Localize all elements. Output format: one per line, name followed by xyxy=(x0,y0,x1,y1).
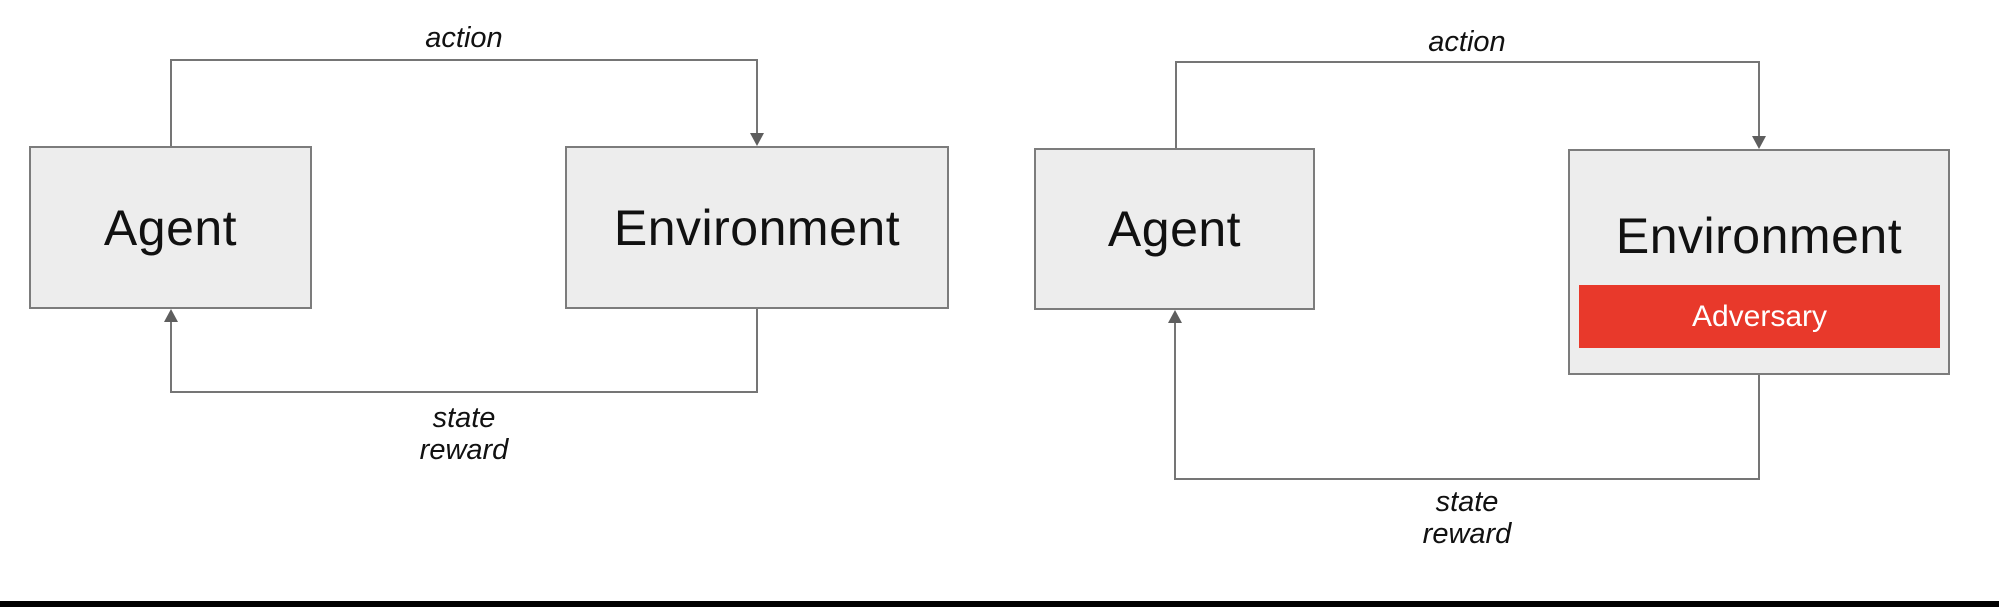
environment-box: Environment Adversary xyxy=(1568,149,1950,375)
bottom-edge-bar xyxy=(0,601,1999,607)
agent-label: Agent xyxy=(103,199,238,256)
adversary-box: Adversary xyxy=(1579,285,1940,348)
agent-label: Agent xyxy=(1107,201,1242,257)
feedback-connector-vertical-to-agent xyxy=(1174,323,1176,480)
arrowhead-up xyxy=(164,309,178,322)
action-connector-vertical-to-environment xyxy=(1758,61,1760,137)
environment-label: Environment xyxy=(1615,208,1903,264)
agent-box: Agent xyxy=(1034,148,1315,310)
action-connector-horizontal xyxy=(170,59,758,61)
feedback-connector-vertical-to-agent xyxy=(170,322,172,393)
reward-label: reward xyxy=(1422,518,1512,550)
arrowhead-down xyxy=(750,133,764,146)
agent-box: Agent xyxy=(29,146,312,309)
feedback-connector-vertical-from-environment xyxy=(756,309,758,393)
feedback-connector-vertical-from-environment xyxy=(1758,375,1760,480)
feedback-connector-horizontal xyxy=(170,391,758,393)
state-reward-label: state reward xyxy=(1423,486,1512,550)
action-connector-vertical-from-agent xyxy=(1175,61,1177,148)
state-reward-label: state reward xyxy=(420,402,509,466)
state-label: state xyxy=(432,402,496,434)
state-label: state xyxy=(1435,486,1499,518)
action-connector-vertical-to-environment xyxy=(756,59,758,135)
action-label: action xyxy=(1428,26,1506,58)
action-connector-horizontal xyxy=(1175,61,1760,63)
arrowhead-down xyxy=(1752,136,1766,149)
arrowhead-up xyxy=(1168,310,1182,323)
feedback-connector-horizontal xyxy=(1174,478,1760,480)
action-label: action xyxy=(425,22,503,54)
action-connector-vertical-from-agent xyxy=(170,59,172,146)
adversary-label: Adversary xyxy=(1691,299,1828,333)
environment-box: Environment xyxy=(565,146,949,309)
environment-label: Environment xyxy=(613,199,901,256)
reward-label: reward xyxy=(419,434,509,466)
